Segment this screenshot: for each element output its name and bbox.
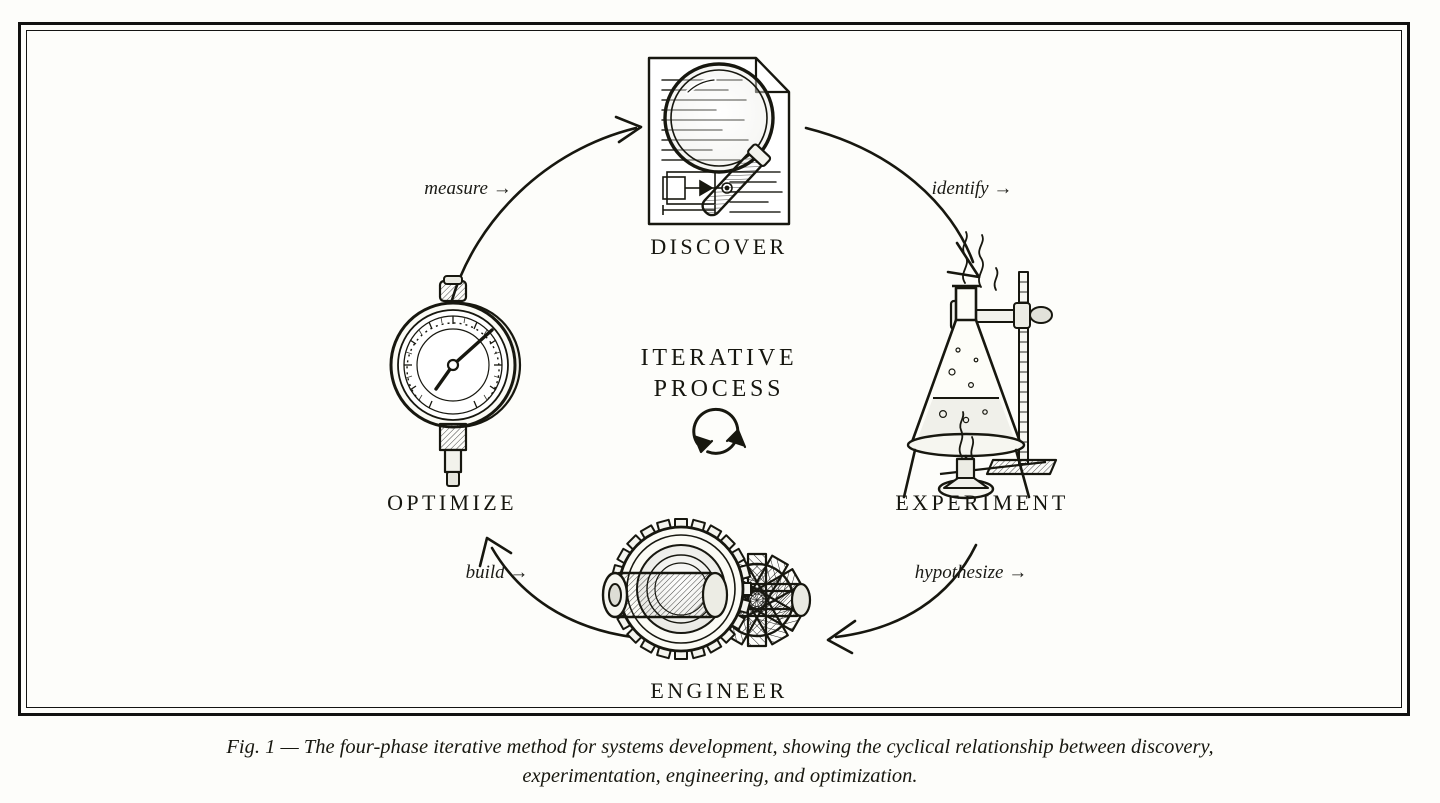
figure-caption: Fig. 1 — The four-phase iterative method… <box>220 733 1220 791</box>
figure-caption-line-2: between discovery, experimentation, engi… <box>522 736 1214 787</box>
node-label-optimize: OPTIMIZE <box>387 490 517 515</box>
gears-icon <box>601 518 812 660</box>
cycle-refresh-icon <box>692 407 747 455</box>
node-label-discover: DISCOVER <box>650 234 788 259</box>
edge-label-identify: identify → <box>931 178 1013 199</box>
document-magnifier-icon <box>647 56 791 226</box>
edge-label-hypothesize: hypothesize → <box>914 562 1028 583</box>
figure-caption-line-1: Fig. 1 — The four-phase iterative method… <box>226 736 1054 758</box>
center-title-line-2: PROCESS <box>653 376 785 402</box>
node-label-engineer: ENGINEER <box>650 678 788 703</box>
center-title-line-1: ITERATIVE <box>640 345 798 371</box>
flask-burner-icon <box>902 231 1058 500</box>
center-title: ITERATIVE PROCESS <box>641 343 798 405</box>
edge-label-measure: measure → <box>424 178 512 199</box>
edge-arrow-hypothesize <box>826 543 978 655</box>
edge-arrow-build <box>478 536 634 639</box>
edge-arrow-identify <box>804 126 981 279</box>
edge-arrows <box>450 115 981 655</box>
edge-arrow-measure <box>450 115 643 302</box>
node-label-experiment: EXPERIMENT <box>895 490 1069 515</box>
dial-gauge-icon <box>389 275 522 487</box>
edge-label-build: build → <box>465 562 529 583</box>
